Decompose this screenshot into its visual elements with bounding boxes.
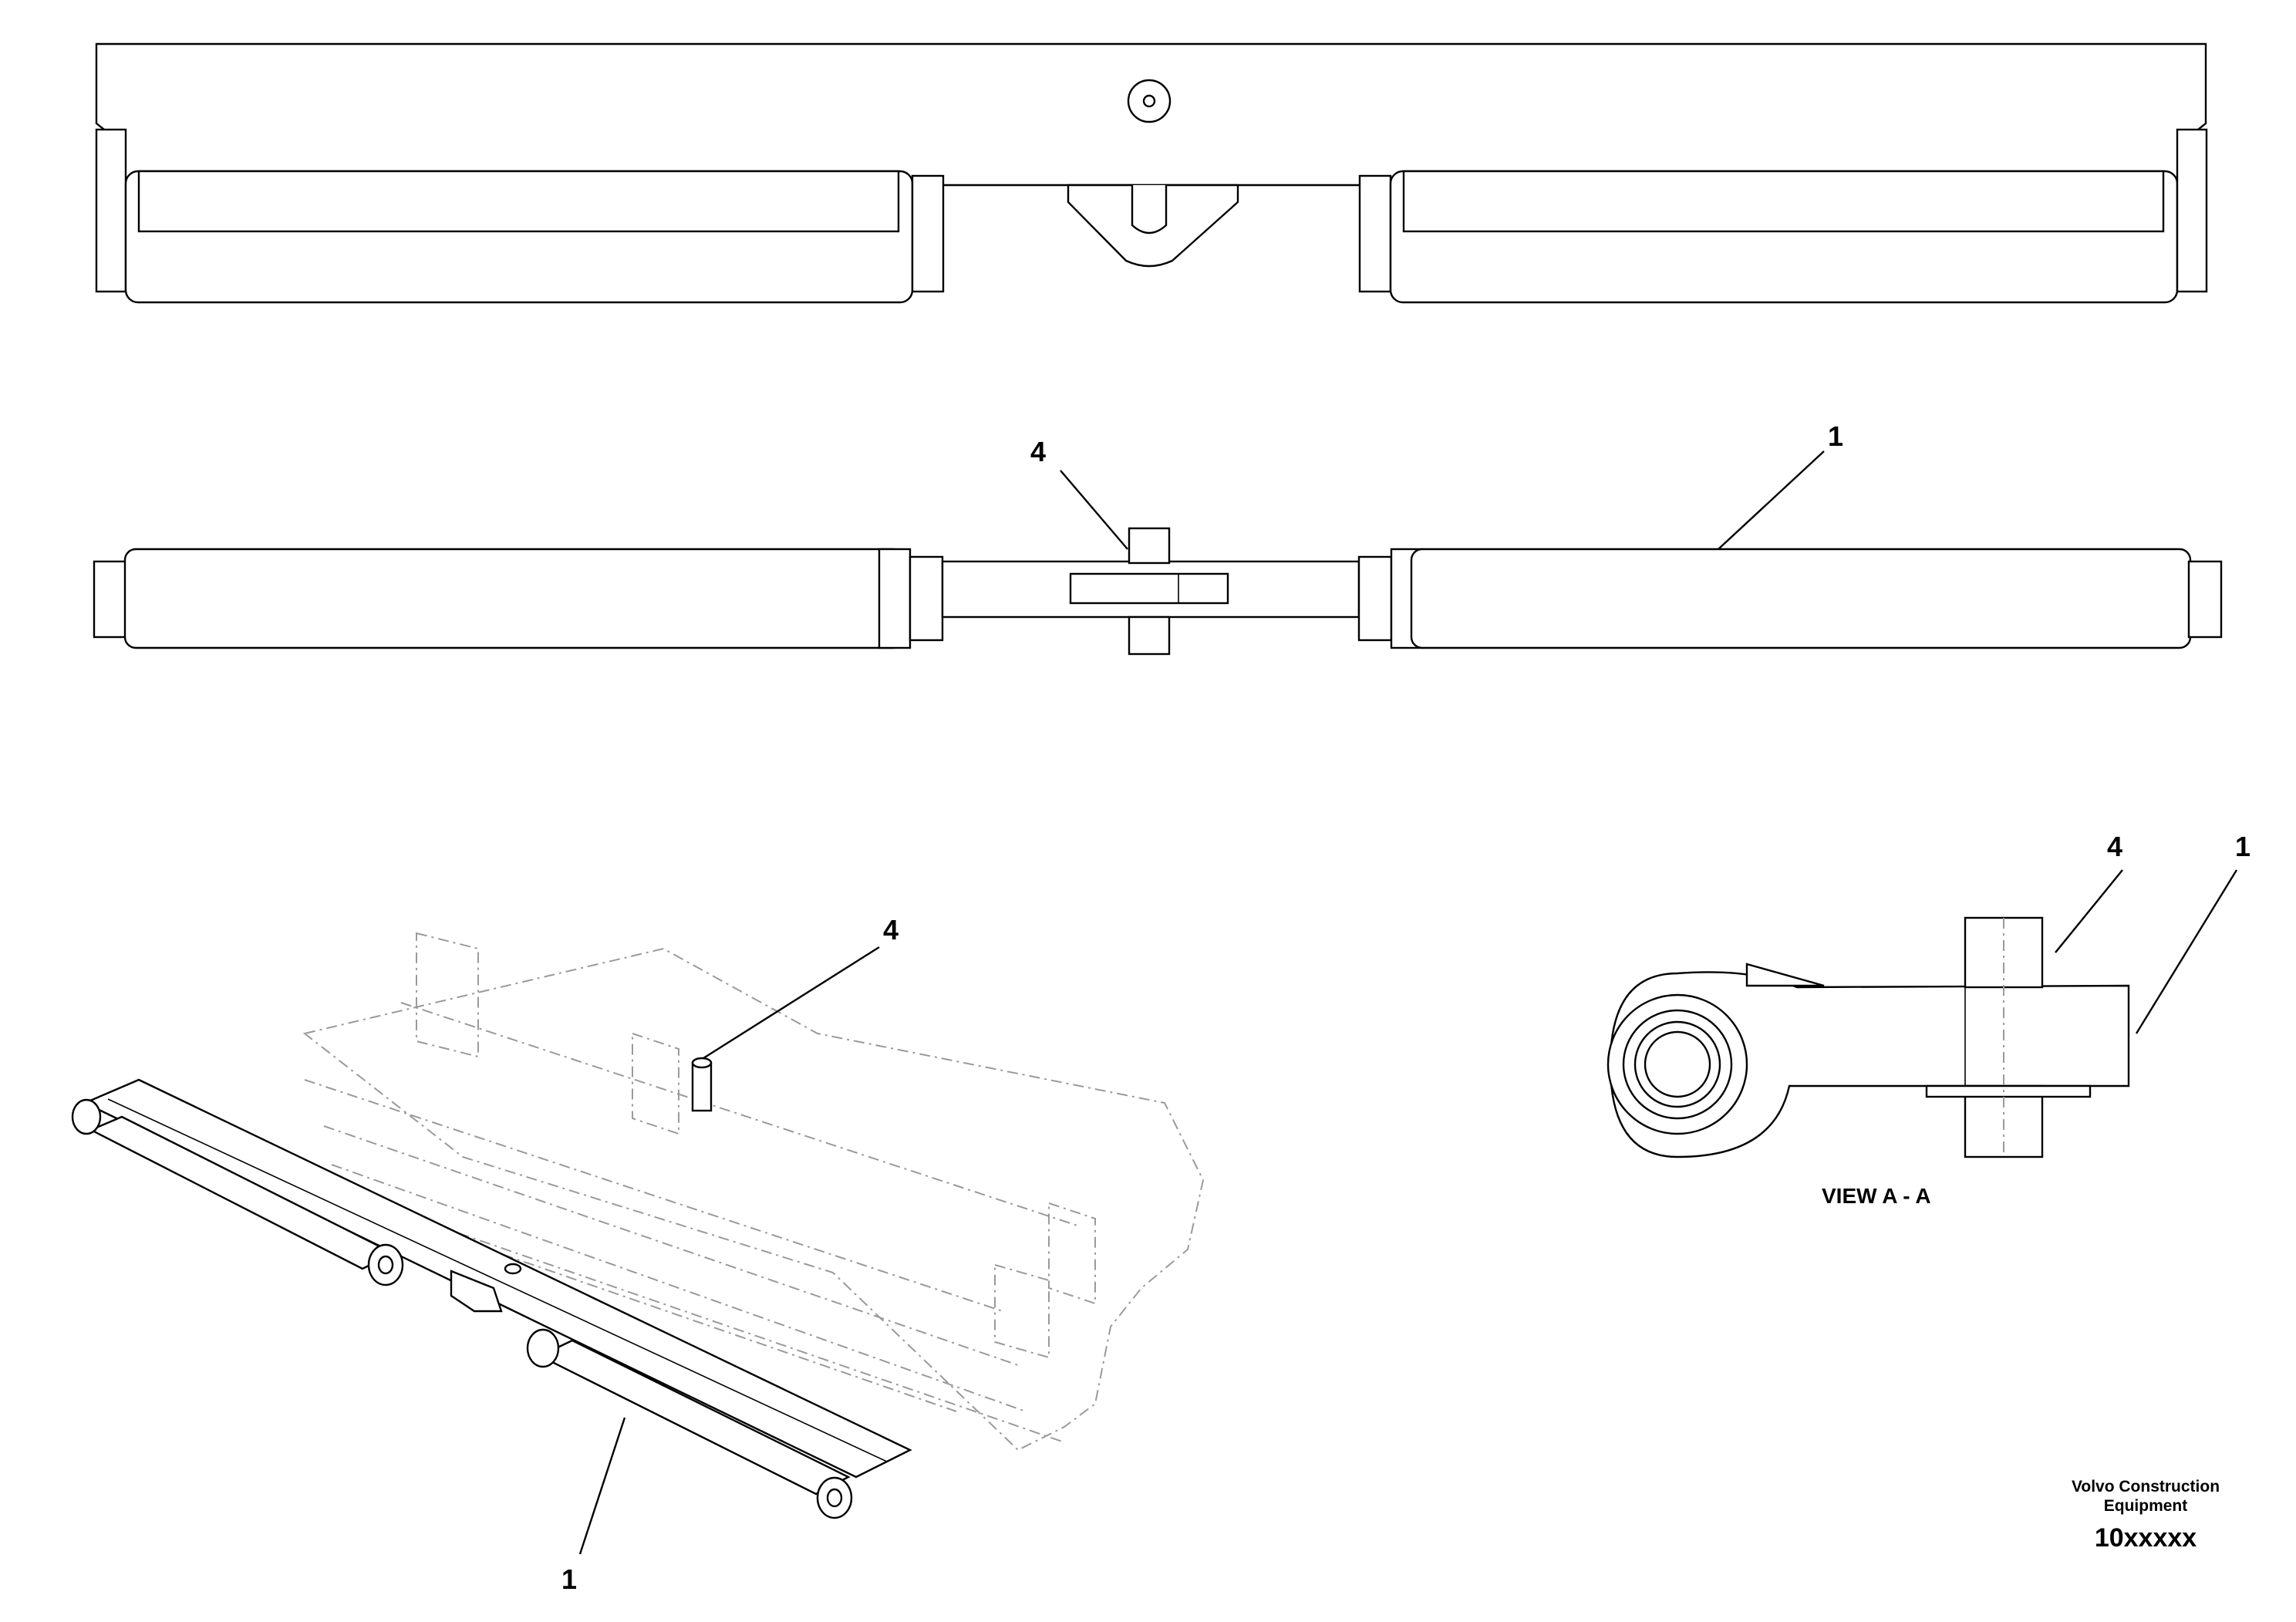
iso-pin	[691, 1061, 713, 1112]
top-view-tow-eye-slot	[1131, 185, 1168, 234]
top-view-left-roller-cover	[137, 170, 900, 233]
section-callout-1: 1	[2235, 831, 2250, 862]
iso-tow-hook	[450, 1270, 503, 1313]
side-view-leader-1	[1718, 450, 1825, 550]
side-view-right-roller	[1410, 548, 2192, 649]
side-view-left-end-cap	[93, 560, 128, 639]
section-bushing-bore	[1644, 1030, 1711, 1098]
company-name-line1: Volvo Construction	[2072, 1478, 2220, 1496]
side-view-pin-bottom	[1128, 615, 1171, 656]
top-view-pin-hole-inner	[1142, 94, 1156, 108]
iso-center-hole	[504, 1263, 522, 1275]
iso-ghost-tube	[416, 1218, 1065, 1443]
side-view-leader-4	[1060, 470, 1128, 550]
side-view-left-bracket	[909, 555, 944, 642]
section-rear-lip	[1745, 963, 1825, 987]
section-view-a-a: 4 1 VIEW A - A	[1607, 831, 2250, 1208]
top-view-left-inner-block	[911, 174, 945, 293]
iso-roller-assembly	[71, 1078, 912, 1519]
top-view-assembly	[95, 42, 2208, 304]
section-leader-4	[2055, 869, 2123, 953]
iso-main-beam	[83, 1078, 912, 1479]
section-flange	[1925, 1084, 2092, 1098]
side-view-right-bracket	[1357, 555, 1393, 642]
iso-end-eye-4-hole	[826, 1488, 843, 1508]
iso-ghost-chassis	[302, 932, 1205, 1452]
iso-pin-top	[691, 1057, 713, 1069]
side-view-right-end-cap	[2187, 560, 2223, 639]
top-view-left-end-block	[95, 128, 127, 293]
iso-ghost-rail-2	[323, 1125, 1019, 1366]
side-view-left-collar	[878, 548, 912, 649]
iso-callout-4: 4	[883, 914, 899, 946]
iso-ghost-rail-1	[304, 1079, 1003, 1312]
section-pin-head	[1964, 916, 2044, 989]
iso-end-eye-2-hole	[377, 1255, 394, 1275]
section-title: VIEW A - A	[1822, 1184, 1931, 1208]
iso-leader-4	[703, 946, 880, 1060]
iso-ghost-upright-2	[632, 1032, 679, 1135]
iso-leader-1	[578, 1417, 626, 1555]
section-leader-1	[2135, 869, 2238, 1034]
iso-end-eye-3	[526, 1328, 560, 1368]
drawing-number: 10xxxxx	[2095, 1523, 2197, 1553]
section-callout-4: 4	[2107, 831, 2122, 862]
side-view-callout-4: 4	[1030, 436, 1046, 467]
side-view-callout-1: 1	[1828, 420, 1843, 452]
iso-ghost-frame-outline	[302, 947, 1205, 1452]
isometric-view: 4 1	[71, 914, 1205, 1595]
iso-main-beam-top	[107, 1098, 888, 1462]
iso-rear-roller	[538, 1339, 851, 1496]
iso-ghost-rail-3	[331, 1164, 1027, 1412]
iso-ghost-upright-1	[416, 932, 479, 1058]
company-name-line2: Equipment	[2104, 1497, 2188, 1515]
iso-end-eye-1	[71, 1098, 102, 1135]
side-view-left-roller	[123, 548, 905, 649]
top-view-right-roller-cover	[1402, 170, 2165, 233]
top-view-right-inner-block	[1358, 174, 1392, 293]
side-view-pin-top	[1128, 527, 1171, 565]
title-block: Volvo Construction Equipment 10xxxxx	[2072, 1478, 2220, 1553]
top-view-right-end-block	[2176, 128, 2208, 293]
iso-callout-1: 1	[561, 1563, 577, 1595]
side-view-hitch-block	[1069, 572, 1229, 605]
iso-ghost-upright-4	[1048, 1202, 1096, 1305]
side-view-assembly: 4 1	[93, 420, 2223, 656]
iso-ghost-rail-5	[400, 1002, 1081, 1227]
